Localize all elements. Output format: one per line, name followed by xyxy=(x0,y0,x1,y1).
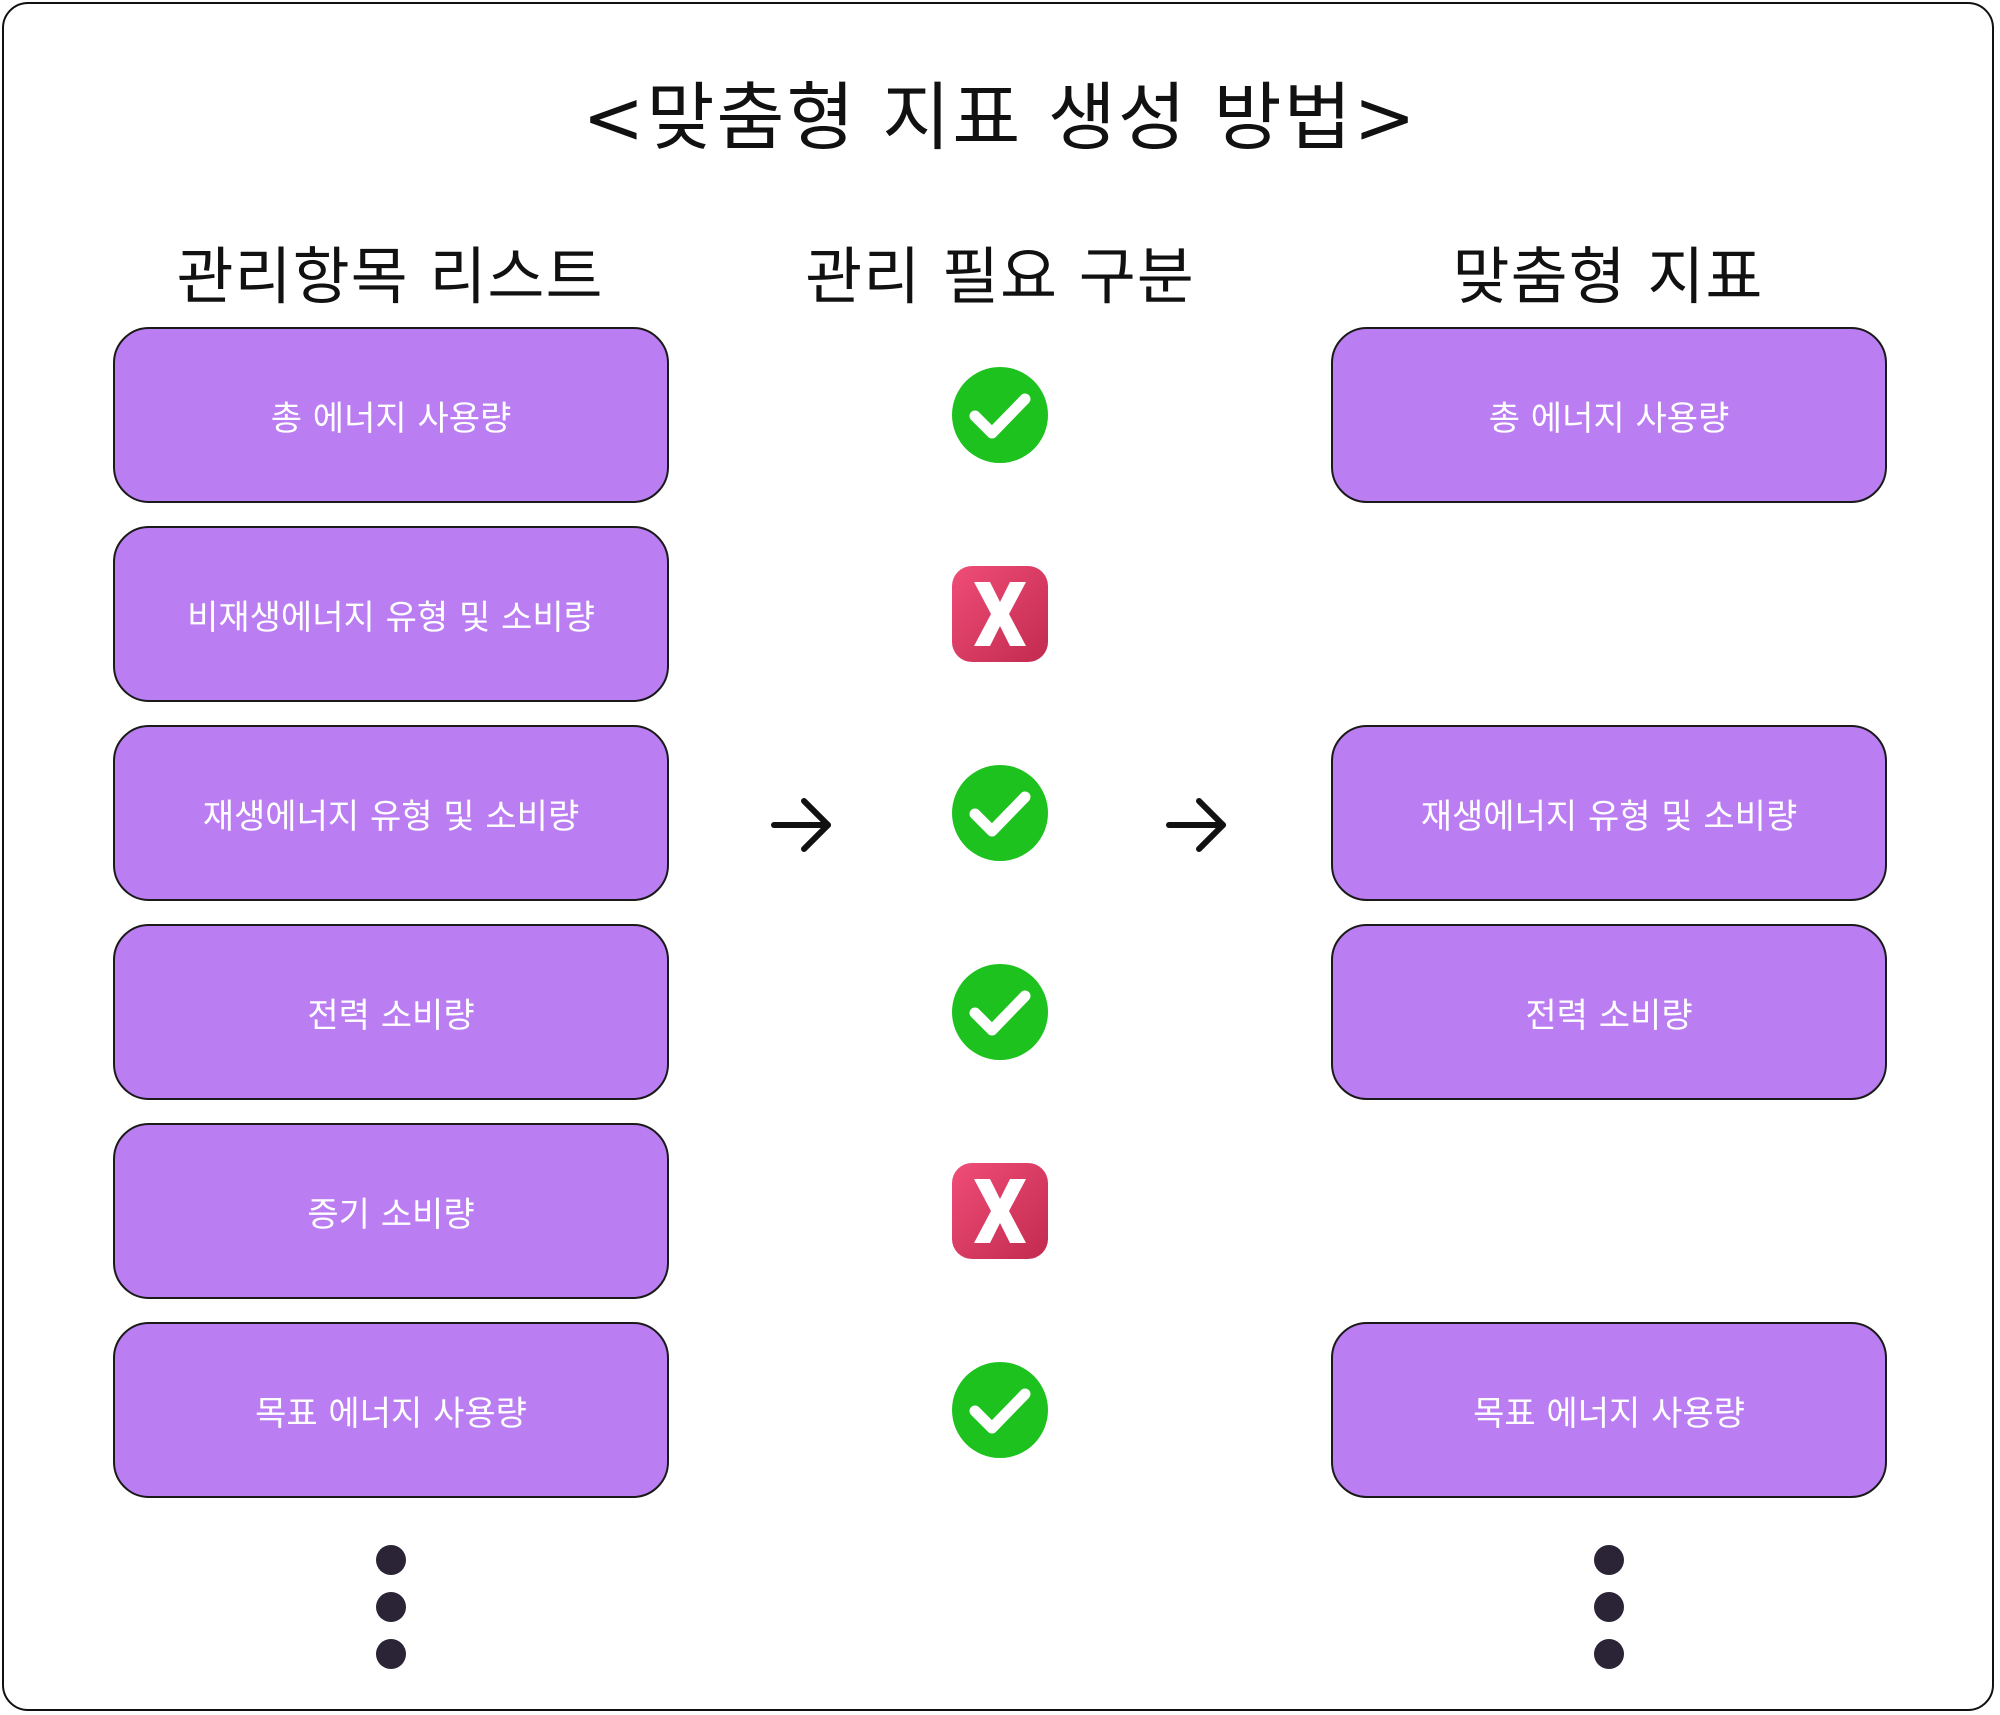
management-item-box-label: 총 에너지 사용량 xyxy=(270,398,512,439)
check-icon xyxy=(951,366,1049,464)
management-item-box-label: 비재생에너지 유형 및 소비량 xyxy=(187,597,595,638)
management-item-box: 증기 소비량 xyxy=(113,1123,669,1299)
custom-indicator-box: 목표 에너지 사용량 xyxy=(1331,1322,1887,1498)
dot xyxy=(376,1545,406,1575)
custom-indicator-box-label: 총 에너지 사용량 xyxy=(1488,398,1730,439)
custom-indicator-box: 총 에너지 사용량 xyxy=(1331,327,1887,503)
management-item-box: 전력 소비량 xyxy=(113,924,669,1100)
header-custom-indicator: 맞춤형 지표 xyxy=(1452,240,1764,313)
management-item-box-label: 증기 소비량 xyxy=(307,1194,475,1235)
management-item-box-label: 목표 에너지 사용량 xyxy=(255,1393,527,1434)
custom-indicator-box-label: 목표 에너지 사용량 xyxy=(1473,1393,1745,1434)
management-item-box: 목표 에너지 사용량 xyxy=(113,1322,669,1498)
header-management-need: 관리 필요 구분 xyxy=(805,240,1195,313)
management-item-box-label: 전력 소비량 xyxy=(307,995,475,1036)
more-results-dots-icon xyxy=(1594,1545,1624,1669)
custom-indicator-box: 재생에너지 유형 및 소비량 xyxy=(1331,725,1887,901)
more-items-dots-icon xyxy=(376,1545,406,1669)
header-management-list: 관리항목 리스트 xyxy=(176,240,604,313)
management-item-box: 총 에너지 사용량 xyxy=(113,327,669,503)
cross-icon xyxy=(951,565,1049,663)
check-icon xyxy=(951,963,1049,1061)
cross-icon xyxy=(951,1162,1049,1260)
arrow-right-icon xyxy=(1165,795,1229,855)
dot xyxy=(1594,1639,1624,1669)
management-item-box: 재생에너지 유형 및 소비량 xyxy=(113,725,669,901)
dot xyxy=(1594,1545,1624,1575)
check-icon xyxy=(951,1361,1049,1459)
custom-indicator-box-label: 전력 소비량 xyxy=(1525,995,1693,1036)
management-item-box: 비재생에너지 유형 및 소비량 xyxy=(113,526,669,702)
custom-indicator-box: 전력 소비량 xyxy=(1331,924,1887,1100)
custom-indicator-box-label: 재생에너지 유형 및 소비량 xyxy=(1420,796,1798,837)
management-item-box-label: 재생에너지 유형 및 소비량 xyxy=(202,796,580,837)
dot xyxy=(1594,1592,1624,1622)
dot xyxy=(376,1592,406,1622)
arrow-right-icon xyxy=(770,795,834,855)
diagram-title: <맞춤형 지표 생성 방법> xyxy=(582,75,1418,161)
check-icon xyxy=(951,764,1049,862)
dot xyxy=(376,1639,406,1669)
